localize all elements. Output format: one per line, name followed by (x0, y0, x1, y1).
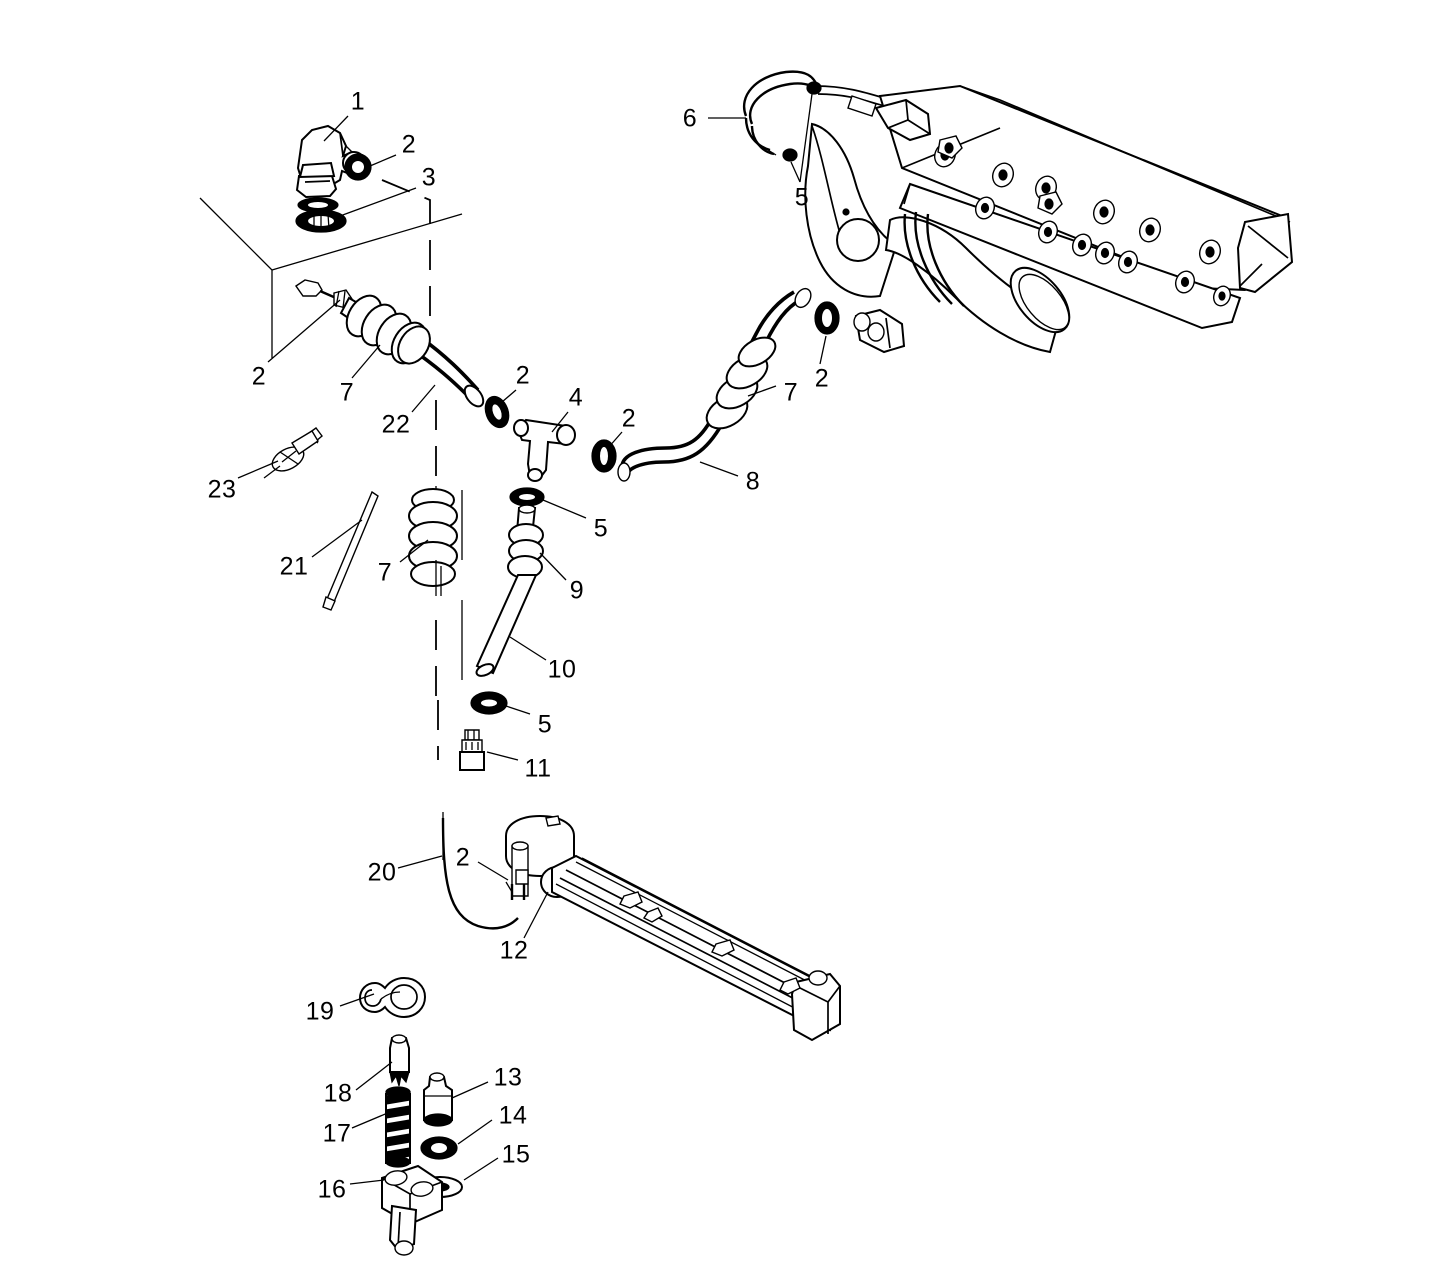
callout-1: 1 (351, 88, 365, 116)
callout-23: 23 (208, 476, 237, 504)
callout-19: 19 (306, 998, 335, 1026)
part-tee-fitting (513, 418, 576, 482)
callout-22: 22 (382, 411, 411, 439)
callout-16: 16 (318, 1176, 347, 1204)
part-o-ring-tee (591, 439, 617, 473)
callout-21: 21 (280, 553, 309, 581)
manifold-bolt-row-lower (974, 196, 1232, 307)
assembly-intake-manifold (743, 70, 1294, 354)
callout-5a: 5 (594, 515, 608, 543)
part-spring-guard-vertical (408, 486, 458, 596)
callout-6: 6 (683, 105, 697, 133)
callout-17: 17 (323, 1120, 352, 1148)
callout-7c: 7 (784, 379, 798, 407)
part-fuel-tube-vertical (459, 487, 545, 771)
callout-5b: 5 (538, 711, 552, 739)
callout-14: 14 (499, 1102, 528, 1130)
part-tie-rod (322, 490, 379, 611)
callout-2b: 2 (252, 363, 266, 391)
leader-lines-injector (339, 993, 499, 1185)
callout-label-group: 1 2 3 2 7 22 2 23 21 7 4 2 5 9 10 5 11 8… (208, 88, 829, 1204)
callout-7b: 7 (378, 559, 392, 587)
leader-2e (819, 335, 827, 365)
leader-21 (311, 519, 363, 558)
leader-lines-engine (708, 93, 813, 183)
callout-2a: 2 (402, 131, 416, 159)
leader-23 (237, 460, 279, 479)
callout-2f: 2 (456, 844, 470, 872)
callout-12: 12 (500, 937, 529, 965)
callout-18: 18 (324, 1080, 353, 1108)
callout-2d: 2 (622, 405, 636, 433)
leader-lines-fuel-rail (397, 855, 549, 939)
leader-lines-top-left (323, 115, 417, 217)
callout-10: 10 (548, 656, 577, 684)
leader-2d (607, 431, 623, 449)
part-o-ring-engine-port (814, 301, 840, 335)
callout-2c: 2 (516, 362, 530, 390)
callout-13: 13 (494, 1064, 523, 1092)
leader-lines-fuel-line-upper (267, 299, 517, 413)
assembly-injector (358, 976, 463, 1256)
callout-15: 15 (502, 1141, 531, 1169)
callout-4: 4 (569, 384, 583, 412)
part-hose-clamp (263, 427, 323, 479)
callout-9: 9 (570, 577, 584, 605)
part-fuel-hose-lower (617, 287, 812, 482)
assembly-fuel-rail (441, 814, 841, 1042)
callout-5c: 5 (795, 184, 809, 212)
callout-8: 8 (746, 468, 760, 496)
callout-20: 20 (368, 859, 397, 887)
callout-11: 11 (525, 755, 552, 783)
intake-tube (884, 211, 1071, 354)
part-fuel-line-upper (295, 279, 510, 429)
leader-lines-lower-hose (699, 385, 777, 477)
leader-7b (399, 539, 429, 563)
part-elbow-fitting-group (295, 124, 372, 233)
callout-7a: 7 (340, 379, 354, 407)
callout-3: 3 (422, 164, 436, 192)
leader-4 (551, 411, 569, 433)
leader-lines-vertical-tube (486, 499, 587, 761)
callout-2e: 2 (815, 365, 829, 393)
part-injector-spring (385, 1086, 411, 1168)
